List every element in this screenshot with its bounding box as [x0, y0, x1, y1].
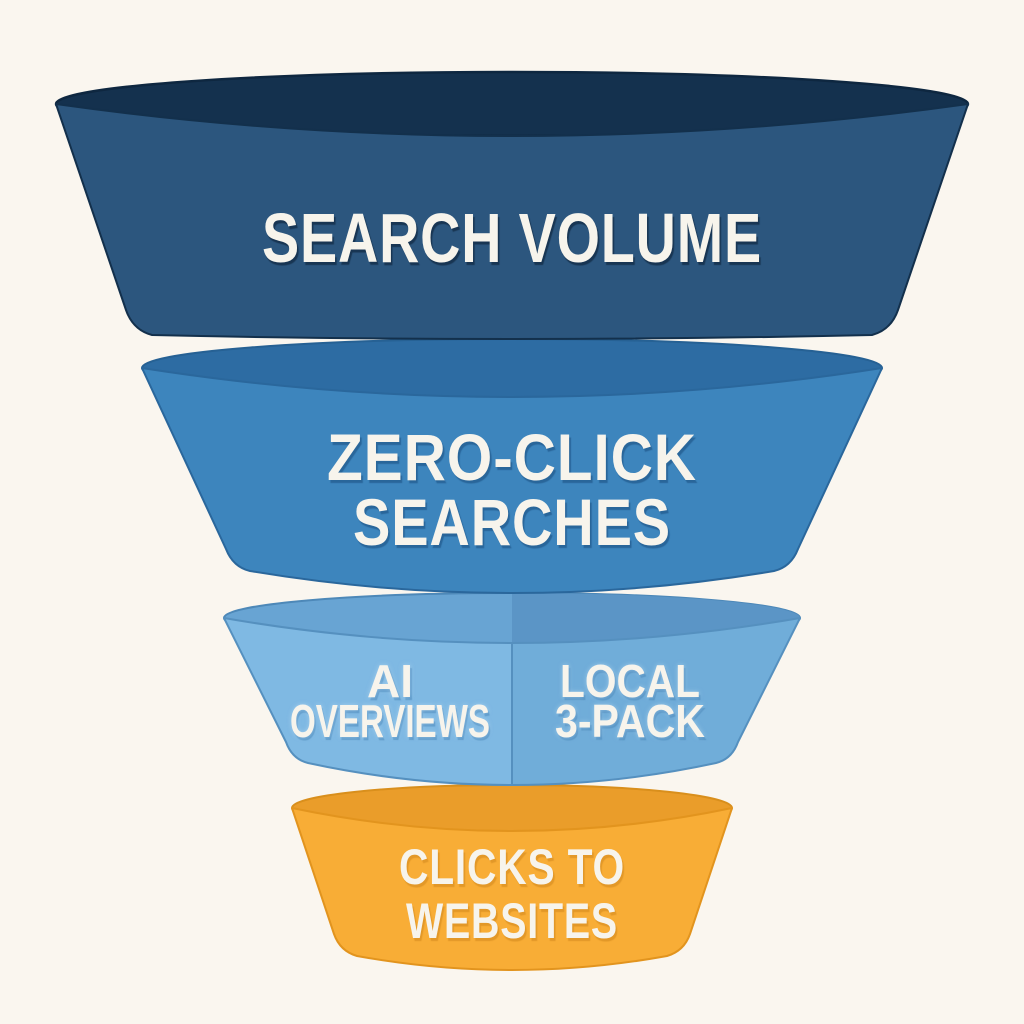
tier-label-zero-click-line2: SEARCHES	[353, 485, 671, 559]
segment-label-local: LOCAL	[560, 655, 700, 707]
tier-label-search-volume: SEARCH VOLUME	[262, 199, 762, 277]
tier-opening-local-3-pack	[512, 593, 800, 643]
segment-label-3-pack: 3-PACK	[555, 695, 705, 747]
funnel-tier-clicks-to-websites: CLICKS TO WEBSITES	[291, 784, 733, 971]
tier-body-ai-overviews	[223, 617, 513, 786]
tier-body-zero-click	[141, 367, 883, 594]
segment-label-ai: AI	[367, 655, 413, 707]
tier-body-local-3-pack	[511, 617, 801, 786]
tier-body-search-volume	[55, 103, 969, 340]
tier-label-clicks-to-line1: CLICKS TO	[399, 839, 625, 895]
funnel-tier-zero-click-searches: ZERO-CLICK SEARCHES	[141, 338, 883, 594]
funnel-tier-search-volume: SEARCH VOLUME	[54, 70, 970, 340]
tier-label-zero-click-line1: ZERO-CLICK	[327, 420, 697, 494]
funnel-tier-split: AI OVERVIEWS LOCAL 3-PACK	[223, 592, 801, 786]
tier-label-clicks-to-line2: WEBSITES	[406, 893, 618, 949]
segment-label-overviews: OVERVIEWS	[290, 695, 490, 747]
tier-body-clicks-to-websites	[291, 807, 733, 971]
